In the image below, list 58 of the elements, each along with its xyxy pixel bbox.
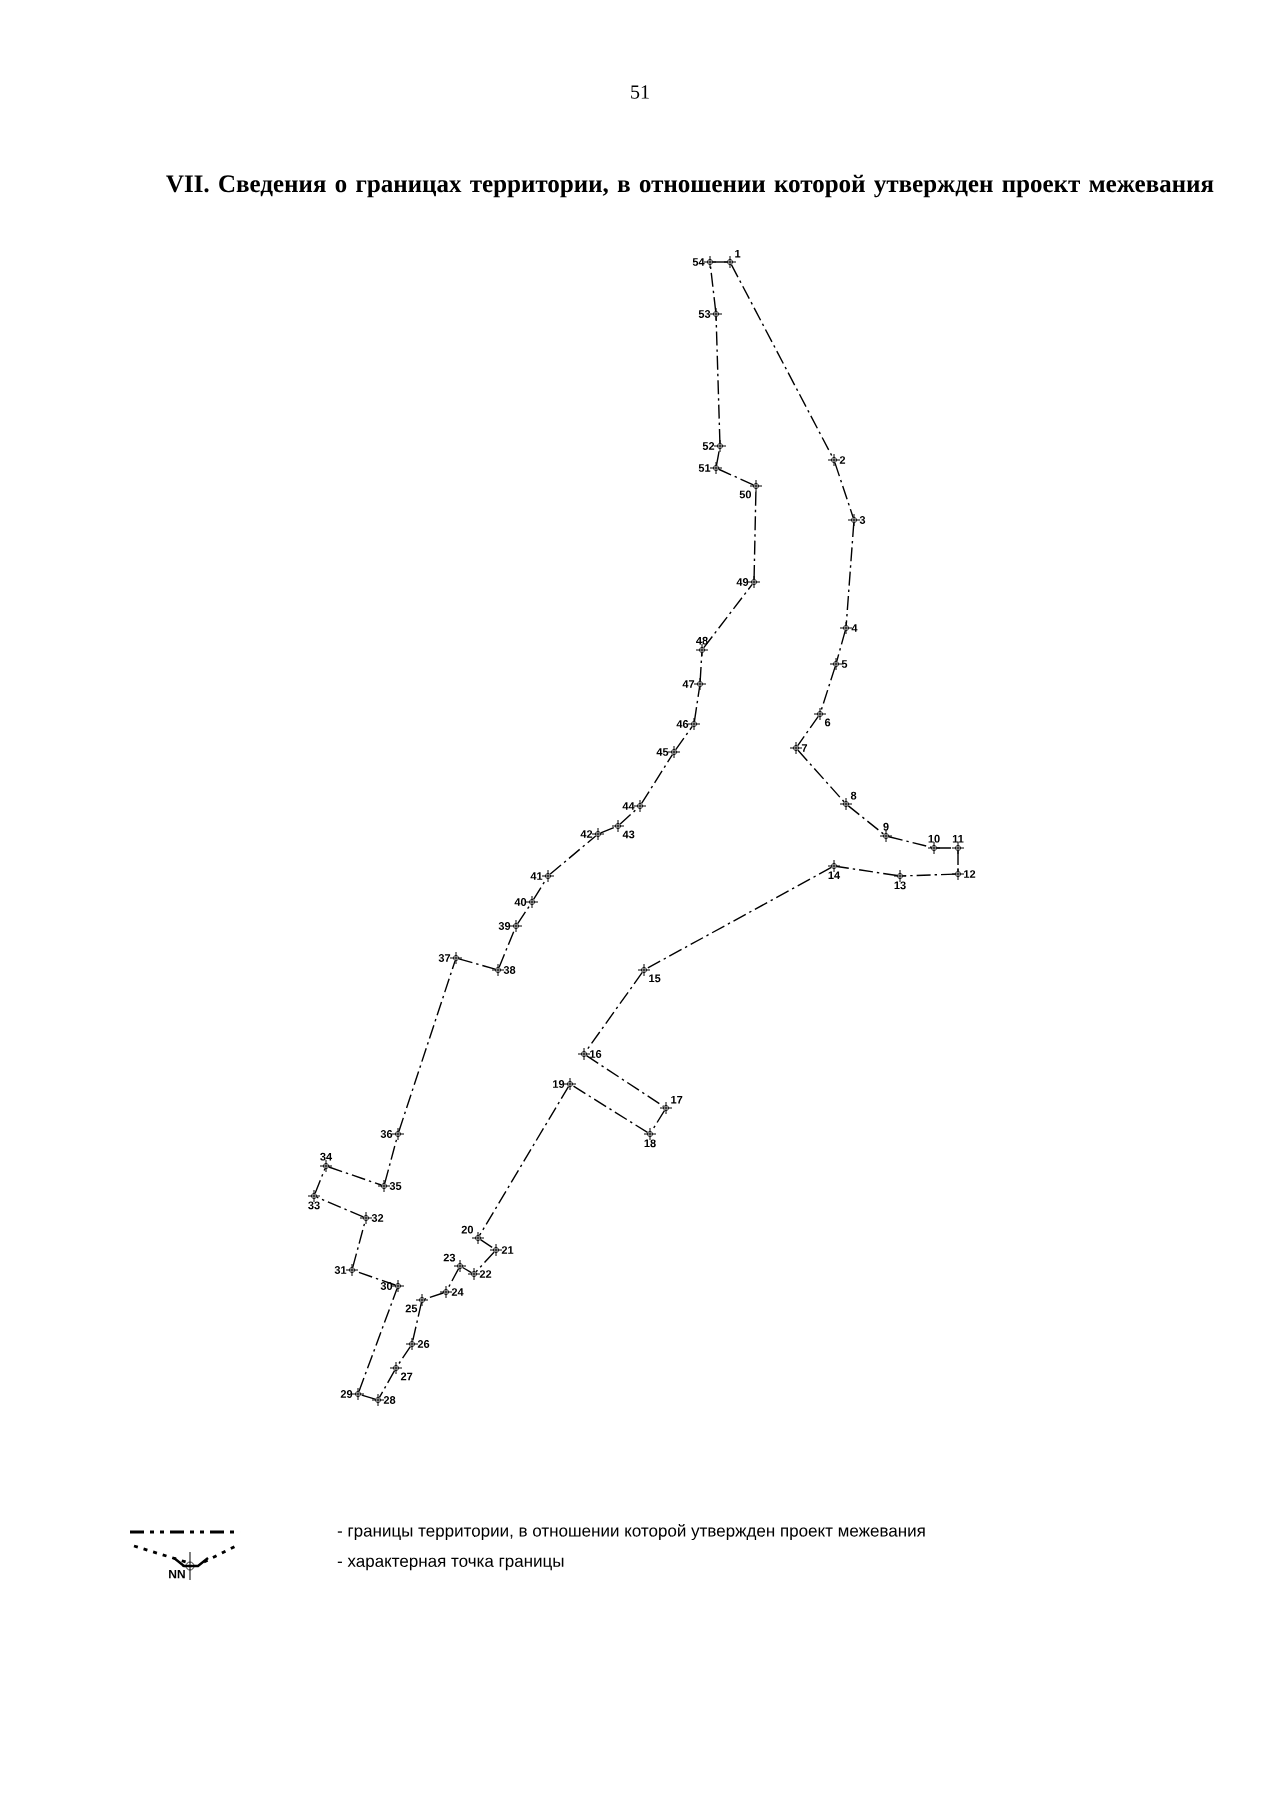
boundary-line: [475, 1251, 495, 1273]
boundary-line: [797, 749, 845, 803]
boundary-line: [834, 462, 854, 518]
title: VII. Сведения о границах территории, в отношении которой утвержден проект межевания: [166, 174, 1214, 198]
boundary-line: [585, 1054, 665, 1108]
boundary-line: [709, 264, 717, 312]
boundary-line: [354, 1270, 396, 1286]
boundary-line: [458, 958, 496, 970]
boundary-line: [358, 1288, 398, 1392]
boundary-line: [645, 866, 833, 970]
boundary-line: [446, 1267, 460, 1291]
boundary-line: [619, 807, 639, 825]
boundary-line: [384, 1136, 398, 1184]
boundary-line: [424, 1292, 444, 1300]
boundary-line: [360, 1394, 376, 1400]
boundary-line: [571, 1084, 649, 1134]
boundary-line: [957, 850, 959, 872]
boundary-line: [847, 805, 885, 835]
boundary-line: [845, 522, 855, 626]
boundary-line: [316, 1196, 364, 1218]
boundary-line: [693, 686, 701, 722]
boundary-line: [396, 1345, 412, 1367]
boundary-line: [398, 960, 456, 1132]
boundary-line: [712, 261, 728, 263]
boundary-line: [888, 836, 932, 848]
boundary-line: [461, 1266, 473, 1274]
boundary-line: [675, 725, 693, 751]
boundary-line: [411, 1302, 423, 1342]
boundary-line: [479, 1239, 495, 1250]
boundary-line: [718, 468, 754, 486]
boundary-line: [902, 873, 956, 877]
page-number: 51: [631, 85, 649, 99]
boundary-line: [498, 928, 516, 968]
boundary-line: [650, 1109, 666, 1133]
boundary-line: [516, 903, 532, 925]
boundary-line: [836, 865, 898, 877]
boundary-line: [820, 666, 836, 712]
boundary-line: [585, 971, 643, 1053]
boundary-line: [730, 263, 834, 459]
boundary-line: [600, 826, 616, 834]
boundary-line: [549, 835, 597, 875]
boundary-line: [640, 753, 674, 805]
boundary-line: [314, 1168, 326, 1194]
boundary-line: [715, 316, 721, 444]
boundary-line: [478, 1085, 570, 1237]
legend-text: - границы территории, в отношении которой утвержден проект межевания: [337, 1523, 925, 1541]
boundary-line: [715, 448, 721, 466]
boundary-line: [836, 630, 846, 662]
boundary-line: [532, 877, 548, 901]
boundary-line: [378, 1369, 396, 1399]
boundary-line: [328, 1166, 382, 1186]
boundary-line: [753, 488, 757, 580]
boundary-line: [936, 847, 956, 849]
boundary-line: [797, 715, 819, 747]
boundary-line: [352, 1220, 366, 1268]
boundary-line: [699, 652, 703, 682]
boundary-line: [703, 583, 753, 649]
legend-text: - характерная точка границы: [337, 1557, 564, 1571]
